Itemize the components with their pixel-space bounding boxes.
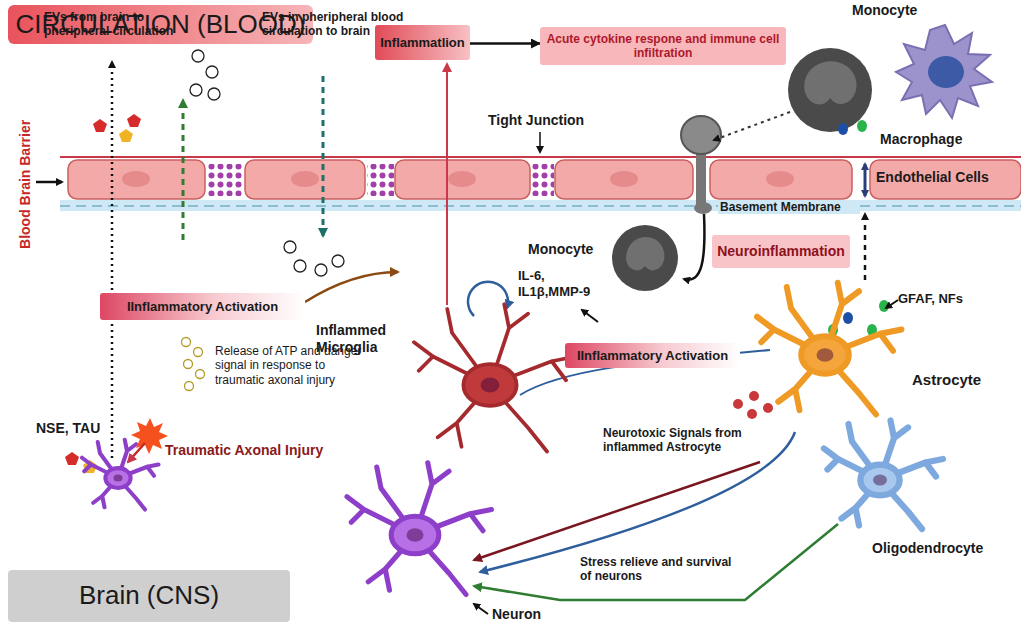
macrophage-cell — [896, 25, 992, 118]
process-box: Neuroinflammation — [712, 235, 850, 268]
node-text: Neuroinflammation — [717, 243, 845, 260]
annotation-label: IL-6, IL1β,MMP-9 — [518, 268, 604, 299]
section-banner: Brain (CNS) — [8, 570, 290, 622]
microglia-cell — [414, 304, 576, 451]
annotation-label: Neuron — [492, 606, 554, 623]
annotation-label: Neurotoxic Signals from inflammed Astroc… — [603, 426, 753, 455]
annotation-label: Monocyte — [528, 241, 606, 258]
node-text: IInflammatory Activation — [127, 299, 278, 315]
flow-arrow — [470, 42, 540, 45]
annotation-label: EVs from brain to pheripheral circulatio… — [44, 10, 176, 39]
annotation-label: Basement Membrane — [718, 200, 860, 214]
annotation-label: Stress relieve and survival of neurons — [580, 555, 740, 584]
annotation-label: Release of ATP and danger signal in resp… — [215, 344, 367, 387]
process-box: IInflammatory Activation — [100, 293, 305, 320]
oligodendrocyte-cell — [824, 421, 943, 530]
node-text: Inflammatlion — [380, 35, 465, 51]
annotation-label: Traumatic Axonal Injury — [165, 442, 340, 459]
astrocyte-cell — [757, 283, 902, 415]
vertical-label: Blood Brain Barrier — [17, 104, 34, 264]
process-box: Acute cytokine respone and immune cell i… — [540, 27, 786, 65]
annotation-label: Macrophage — [880, 131, 980, 148]
monocyte-cell — [612, 48, 872, 291]
marker-dots — [65, 114, 889, 473]
flow-arrows — [112, 62, 898, 614]
node-text: Acute cytokine respone and immune cell i… — [546, 32, 780, 61]
annotation-label: Endothelial Cells — [876, 169, 1016, 186]
annotation-label: NSE, TAU — [36, 420, 106, 437]
process-box: IInflammatory Activation — [565, 343, 740, 368]
injury-burst — [128, 418, 168, 462]
node-text: Brain (CNS) — [79, 580, 219, 611]
annotation-label: EVs in pheripheral blood circulation to … — [262, 10, 412, 39]
annotation-label: GFAF, NFs — [898, 291, 988, 307]
annotation-label: Tight Junction — [486, 112, 598, 129]
node-text: IInflammatory Activation — [577, 348, 728, 364]
process-box: Inflammatlion — [375, 25, 470, 60]
annotation-label: Astrocyte — [912, 371, 997, 389]
annotation-label: Oligodendrocyte — [872, 540, 1002, 557]
annotation-label: Monocyte — [852, 2, 930, 19]
